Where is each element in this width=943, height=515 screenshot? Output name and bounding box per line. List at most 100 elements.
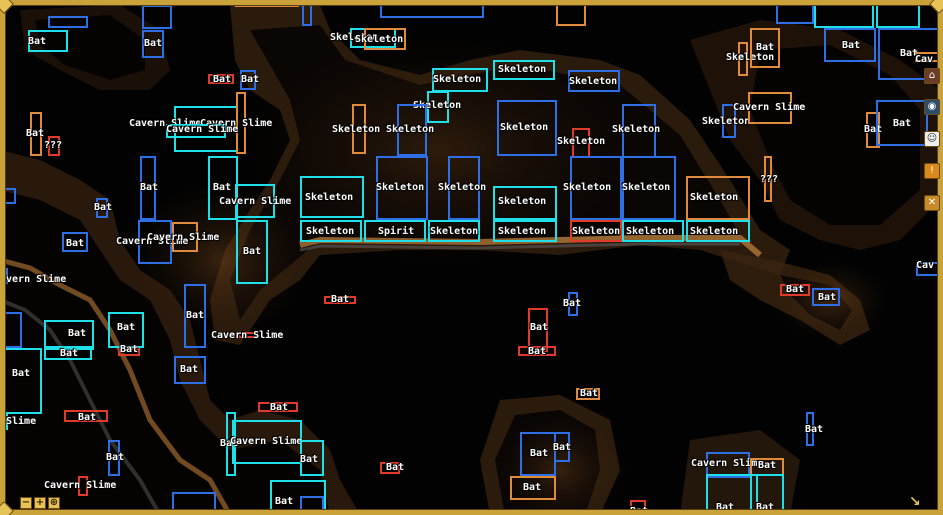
entity-label: Bat bbox=[716, 502, 735, 513]
entity-label: Skeleton bbox=[690, 226, 739, 237]
entity-hitbox bbox=[28, 30, 68, 52]
entity-label: Bat bbox=[275, 496, 294, 507]
entity-hitbox bbox=[142, 30, 164, 58]
entity-label: Bat bbox=[386, 462, 405, 473]
entity-label: Bat bbox=[66, 238, 85, 249]
entity-hitbox bbox=[300, 176, 364, 218]
entity-hitbox bbox=[174, 356, 206, 384]
zoom-reset-button[interactable]: ⊕ bbox=[48, 497, 60, 509]
expand-map-icon[interactable]: ↘ bbox=[909, 494, 921, 510]
entity-hitbox bbox=[96, 198, 108, 218]
entity-label: Bat bbox=[186, 310, 205, 321]
entity-hitbox bbox=[240, 70, 256, 90]
entity-hitbox bbox=[108, 312, 144, 348]
zoom-in-button[interactable]: + bbox=[34, 497, 46, 509]
entity-label: Skeleton bbox=[306, 226, 355, 237]
entity-label: Skeleton bbox=[563, 182, 612, 193]
entity-hitbox bbox=[776, 0, 814, 24]
entity-label: Bat bbox=[563, 298, 582, 309]
entity-label: ??? bbox=[44, 140, 63, 151]
entity-hitbox bbox=[142, 5, 172, 29]
entity-label: Bat bbox=[180, 364, 199, 375]
entity-hitbox bbox=[108, 440, 120, 476]
entity-hitbox bbox=[238, 332, 258, 338]
emote-icon[interactable]: ☺ bbox=[924, 131, 940, 147]
entity-hitbox bbox=[814, 0, 874, 28]
entity-hitbox bbox=[570, 156, 622, 220]
entity-label: Bat bbox=[805, 424, 824, 435]
entity-hitbox bbox=[236, 220, 268, 284]
entity-label: Bat bbox=[106, 452, 125, 463]
entity-hitbox bbox=[497, 100, 557, 156]
entity-hitbox bbox=[554, 432, 570, 462]
quest-icon[interactable]: ! bbox=[924, 163, 940, 179]
entity-hitbox bbox=[686, 220, 750, 242]
entity-hitbox bbox=[44, 320, 94, 350]
bestiary-icon[interactable]: ✕ bbox=[924, 195, 940, 211]
entity-hitbox bbox=[722, 104, 736, 138]
entity-hitbox bbox=[493, 60, 555, 80]
entity-label: Skeleton bbox=[438, 182, 487, 193]
entity-hitbox bbox=[226, 412, 236, 476]
entity-label: Cav bbox=[916, 260, 935, 271]
entity-label: Cavern Slime bbox=[147, 232, 220, 243]
entity-hitbox bbox=[706, 452, 750, 478]
entity-hitbox bbox=[352, 104, 366, 154]
zoom-out-button[interactable]: − bbox=[20, 497, 32, 509]
entity-hitbox bbox=[686, 176, 750, 220]
entity-label: Skeleton bbox=[572, 226, 621, 237]
entity-hitbox bbox=[300, 220, 362, 242]
entity-hitbox bbox=[172, 222, 198, 252]
entity-label: Bat bbox=[26, 128, 45, 139]
entity-label: Bat bbox=[530, 322, 549, 333]
entity-hitbox bbox=[44, 346, 92, 360]
entity-hitbox bbox=[48, 16, 88, 28]
entity-hitbox bbox=[140, 156, 156, 220]
entity-label: Cavern Slime bbox=[129, 118, 202, 129]
entity-label: Bat bbox=[864, 124, 883, 135]
entity-hitbox bbox=[208, 156, 238, 220]
entity-label: Bat bbox=[220, 438, 239, 449]
entity-hitbox bbox=[208, 74, 234, 84]
entity-hitbox bbox=[235, 184, 275, 218]
entity-label: Skeleton bbox=[498, 196, 547, 207]
entity-hitbox bbox=[568, 70, 620, 92]
entity-hitbox bbox=[570, 220, 622, 242]
entity-hitbox bbox=[258, 402, 298, 412]
entity-hitbox bbox=[64, 410, 108, 422]
entity-label: Skeleton bbox=[626, 226, 675, 237]
entity-label: Bat bbox=[893, 118, 912, 129]
entity-label: Skeleton bbox=[305, 192, 354, 203]
entity-label: Skeleton bbox=[612, 124, 661, 135]
entity-label: Bat bbox=[553, 442, 572, 453]
entity-label: Bat bbox=[241, 74, 260, 85]
entity-label: Skeleton bbox=[355, 34, 404, 45]
entity-hitbox bbox=[62, 232, 88, 252]
housing-icon[interactable]: ⌂ bbox=[924, 68, 940, 84]
entity-label: Slime bbox=[6, 416, 37, 427]
entity-hitbox bbox=[48, 136, 60, 156]
entity-label: Cavern Slime bbox=[116, 236, 189, 247]
entity-hitbox bbox=[118, 348, 140, 356]
entity-hitbox bbox=[493, 186, 557, 220]
entity-hitbox bbox=[364, 28, 406, 50]
camera-icon[interactable]: ◉ bbox=[924, 99, 940, 115]
entity-label: Bat bbox=[68, 328, 87, 339]
entity-hitbox bbox=[380, 0, 484, 18]
entity-label: Bat bbox=[900, 48, 919, 59]
entity-hitbox bbox=[448, 156, 480, 220]
entity-hitbox bbox=[376, 156, 428, 220]
entity-hitbox bbox=[300, 440, 324, 476]
entity-hitbox bbox=[738, 42, 748, 76]
entity-hitbox bbox=[428, 220, 480, 242]
entity-hitbox bbox=[824, 28, 876, 62]
entity-label: Cavern Slime bbox=[733, 102, 806, 113]
entity-hitbox bbox=[750, 28, 780, 68]
entity-label: Bat bbox=[756, 502, 775, 513]
entity-label: Bat bbox=[530, 448, 549, 459]
entity-hitbox bbox=[0, 312, 22, 348]
entity-hitbox bbox=[166, 124, 226, 138]
entity-label: Bat bbox=[28, 36, 47, 47]
entity-hitbox bbox=[622, 156, 676, 220]
